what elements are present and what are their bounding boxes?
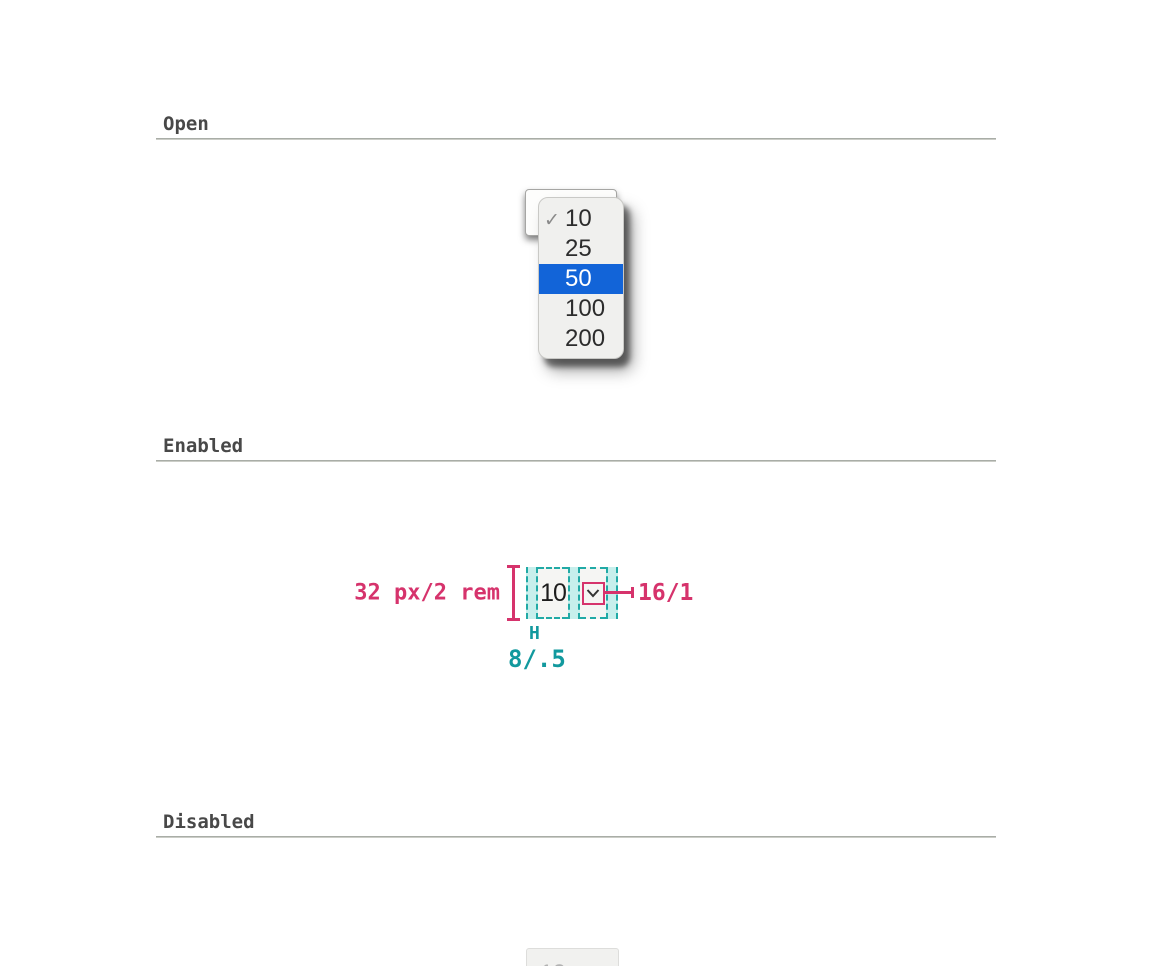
- padding-guide-middle: [568, 567, 580, 619]
- section-divider: [156, 460, 996, 462]
- enabled-example-area: 10 32 px/2 rem 16/1 H 8/.5: [156, 565, 996, 810]
- menu-item-label: 10: [565, 205, 592, 232]
- select-value: 10: [540, 960, 567, 966]
- menu-item[interactable]: 100: [539, 294, 623, 324]
- page: Open ✓ 10 25 50 100: [156, 0, 996, 966]
- open-example-area: ✓ 10 25 50 100 200: [156, 189, 996, 434]
- chevron-down-icon: [586, 589, 600, 598]
- page-size-select-open: ✓ 10 25 50 100 200: [525, 189, 624, 359]
- icon-bounds-redline: [581, 581, 605, 605]
- padding-marker: H: [529, 623, 540, 644]
- menu-item-highlighted[interactable]: 50: [539, 264, 623, 294]
- check-col-empty: [539, 248, 565, 250]
- section-title-disabled: Disabled: [163, 811, 255, 833]
- menu-item-label: 50: [565, 265, 592, 292]
- menu-item-label: 25: [565, 235, 592, 262]
- disabled-example-area: 10: [156, 948, 996, 966]
- select-value: 10: [538, 567, 568, 619]
- icon-measure-connector: [603, 587, 634, 598]
- padding-guide-left: [526, 567, 538, 619]
- menu-item[interactable]: ✓ 10: [539, 204, 623, 234]
- height-measure-bracket: [507, 565, 520, 621]
- section-title-open: Open: [163, 113, 209, 135]
- check-col-empty: [539, 308, 565, 310]
- menu-item-label: 100: [565, 295, 606, 322]
- menu-item-label: 200: [565, 325, 606, 352]
- check-col-empty: [539, 338, 565, 340]
- section-divider: [156, 836, 996, 838]
- check-col-empty: [539, 278, 565, 280]
- height-measure-stem: [512, 568, 515, 618]
- padding-value-label: 8/.5: [508, 645, 566, 673]
- select-dropdown-menu: ✓ 10 25 50 100 200: [538, 197, 624, 359]
- redline-spec-figure: 10 32 px/2 rem 16/1 H 8/.5: [354, 565, 693, 673]
- section-title-enabled: Enabled: [163, 435, 244, 457]
- page-size-select-enabled[interactable]: 10: [526, 567, 618, 619]
- check-icon: ✓: [544, 209, 560, 231]
- height-measure-label: 32 px/2 rem: [354, 580, 500, 606]
- menu-item[interactable]: 25: [539, 234, 623, 264]
- icon-size-label: 16/1: [638, 580, 694, 606]
- page-size-select-disabled[interactable]: 10: [525, 948, 619, 966]
- menu-item[interactable]: 200: [539, 324, 623, 354]
- section-divider: [156, 138, 996, 140]
